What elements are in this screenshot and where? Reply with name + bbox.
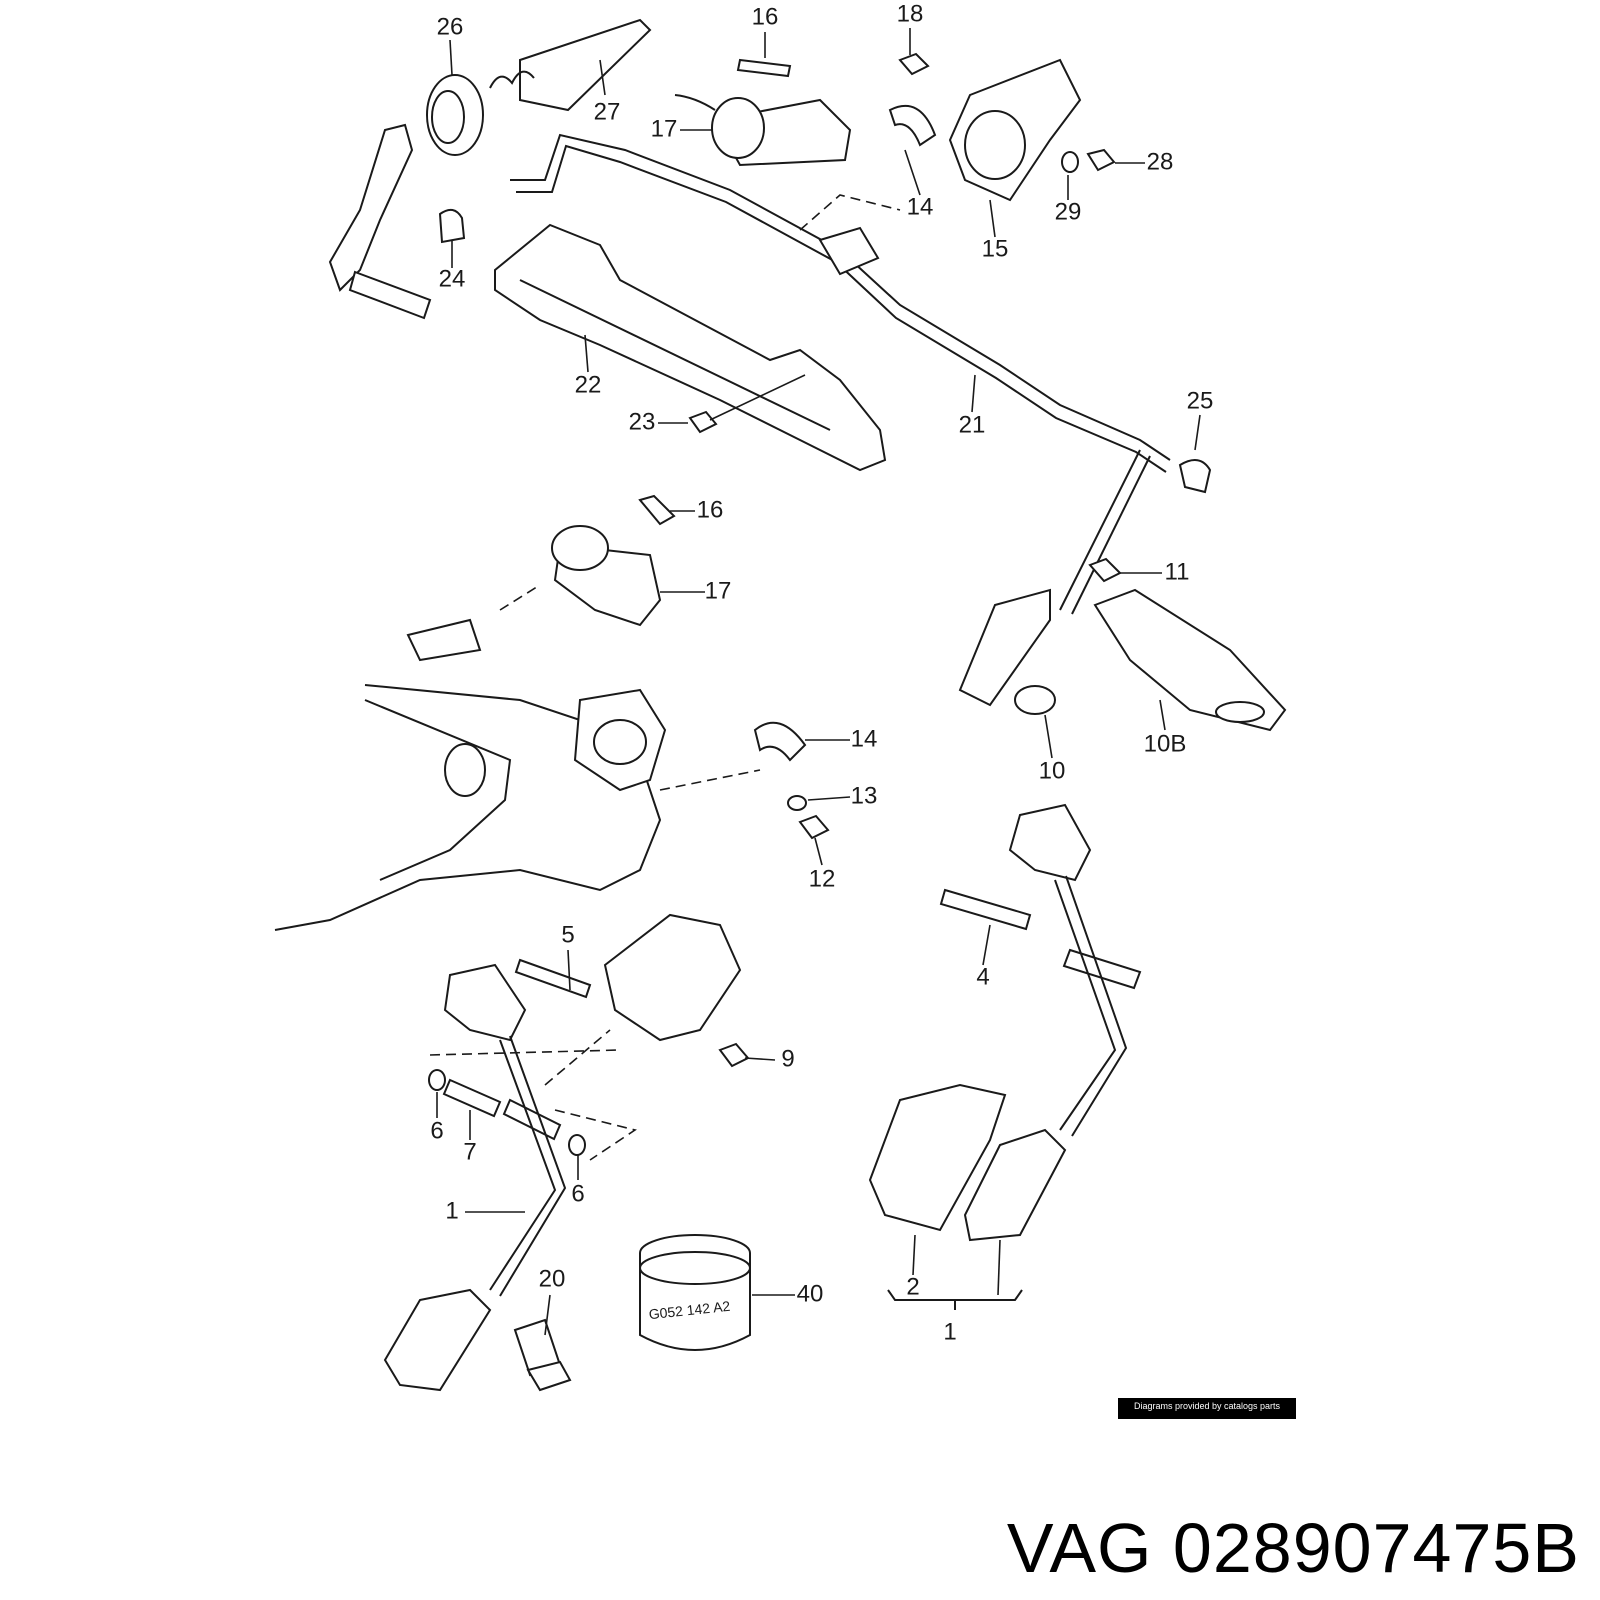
callout-27: 27 <box>594 98 621 125</box>
credit-text: Diagrams provided by catalogs parts <box>1133 1401 1281 1411</box>
callout-13: 13 <box>851 782 878 809</box>
callout-7: 7 <box>463 1138 476 1165</box>
callout-22: 22 <box>575 371 602 398</box>
leader-lines <box>436 28 1201 1336</box>
callout-11: 11 <box>1165 558 1190 585</box>
callout-17-upper: 17 <box>651 115 678 142</box>
callout-6-right: 6 <box>571 1180 584 1207</box>
part-number-caption: VAG 028907475B <box>1006 1509 1580 1587</box>
throttle-linkage-rod <box>510 133 1171 473</box>
callout-2: 2 <box>906 1273 919 1300</box>
callout-4: 4 <box>976 963 989 990</box>
callout-10: 10 <box>1039 757 1066 784</box>
callout-14-middle: 14 <box>851 725 878 752</box>
callout-16-upper: 16 <box>752 3 779 30</box>
callout-5: 5 <box>561 921 574 948</box>
callout-labels: 26 27 16 18 17 28 14 29 15 24 22 23 21 2… <box>430 0 1213 1345</box>
callout-10b: 10B <box>1144 730 1187 757</box>
callout-40: 40 <box>797 1280 824 1307</box>
mounting-bracket-upper <box>799 58 1116 231</box>
callout-29: 29 <box>1055 198 1082 225</box>
accelerator-pedal-right <box>958 449 1287 732</box>
cable-bracket-assembly <box>328 18 652 320</box>
credit-badge: Diagrams provided by catalogs parts <box>1118 1398 1296 1419</box>
callout-23: 23 <box>629 408 656 435</box>
callout-20: 20 <box>539 1265 566 1292</box>
callout-14-upper: 14 <box>907 193 934 220</box>
callout-21: 21 <box>959 411 986 438</box>
firewall-body-section <box>274 684 830 931</box>
long-cover-panel <box>494 223 887 472</box>
callout-25: 25 <box>1187 387 1214 414</box>
callout-12: 12 <box>809 865 836 892</box>
callout-18: 18 <box>897 0 924 27</box>
callout-17-middle: 17 <box>705 577 732 604</box>
pedal-assembly-right <box>868 803 1142 1310</box>
grease-can: G052 142 A2 <box>639 1234 751 1351</box>
callout-1-left: 1 <box>445 1197 458 1224</box>
callout-9: 9 <box>781 1045 794 1072</box>
solenoid-upper <box>674 52 930 167</box>
callout-26: 26 <box>437 13 464 40</box>
pedal-assembly-left <box>383 913 750 1392</box>
callout-15: 15 <box>982 235 1009 262</box>
solenoid-middle <box>406 494 676 662</box>
callout-24: 24 <box>439 265 466 292</box>
callout-1-bottom: 1 <box>943 1318 956 1345</box>
callout-28: 28 <box>1147 148 1174 175</box>
callout-16-middle: 16 <box>697 496 724 523</box>
callout-6-left: 6 <box>430 1117 443 1144</box>
